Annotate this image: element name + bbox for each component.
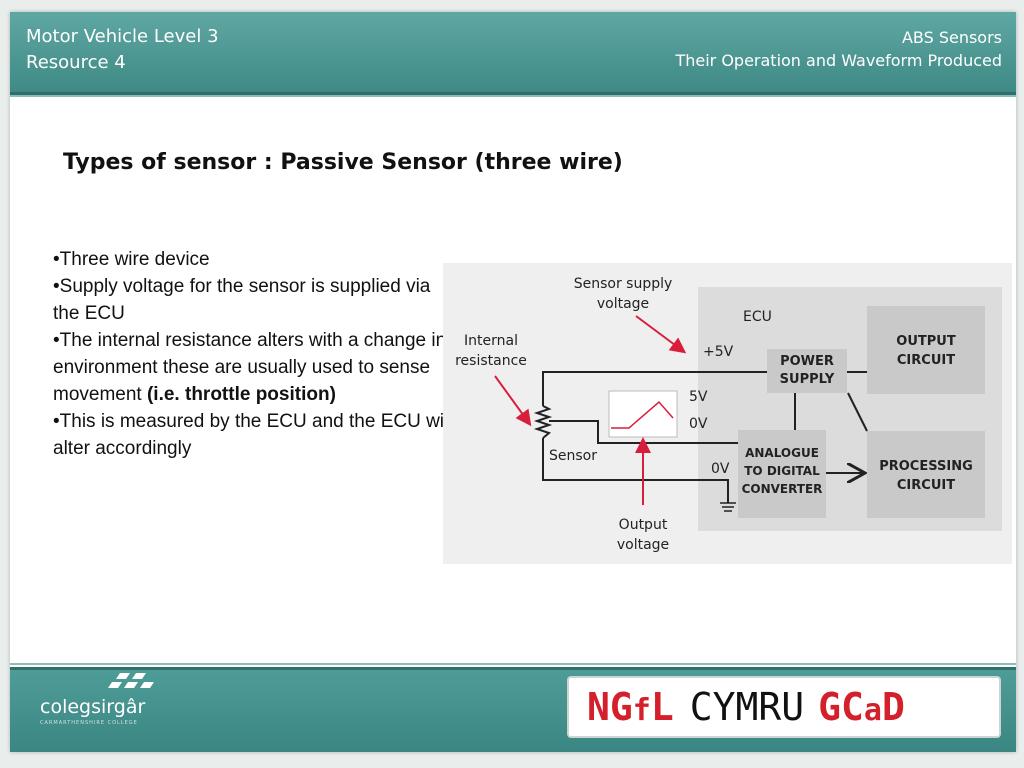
slide-title: Types of sensor : Passive Sensor (three … — [63, 150, 623, 175]
college-subtitle: CARMARTHENSHIRE COLLEGE — [40, 720, 138, 726]
gcad-logo-a: a — [863, 693, 882, 728]
processing-circuit-label-2: CIRCUIT — [897, 478, 955, 493]
adc-label: ANALOGUE — [745, 446, 819, 460]
0v-label: 0V — [689, 416, 708, 432]
plus5v-label: +5V — [703, 344, 734, 360]
diagram-labels: Sensor supply voltage Internal resistanc… — [455, 276, 772, 553]
bullet-item: •Three wire device — [53, 249, 210, 270]
adc-label-2: TO DIGITAL — [744, 464, 820, 478]
0v-ground-label: 0V — [711, 461, 730, 477]
power-supply-box — [767, 349, 847, 393]
bullet-list: •Three wire device •Supply voltage for t… — [53, 246, 453, 462]
adc-label-3: CONVERTER — [742, 482, 823, 496]
topic-title-line1: ABS Sensors — [901, 28, 1002, 47]
bullet-item: •This is measured by the ECU and the ECU… — [53, 411, 453, 459]
adc-box — [738, 430, 826, 518]
ecu-label: ECU — [743, 309, 772, 325]
sensor-circuit-diagram: Sensor supply voltage Internal resistanc… — [443, 263, 1012, 564]
box-labels: OUTPUT CIRCUIT POWER SUPPLY PROCESSING C… — [780, 334, 973, 493]
output-circuit-box — [867, 306, 985, 394]
bullet-bold-text: (i.e. throttle position) — [146, 384, 336, 405]
footer-divider — [10, 663, 1016, 665]
sensor-supply-label-2: voltage — [597, 296, 649, 312]
bullet-item: •The internal resistance alters with a c… — [53, 327, 453, 408]
slide: Motor Vehicle Level 3 Resource 4 ABS Sen… — [10, 12, 1016, 752]
adc-labels: ANALOGUE TO DIGITAL CONVERTER — [742, 446, 823, 496]
course-title-line2: Resource 4 — [26, 52, 126, 73]
internal-resistance-label-2: resistance — [455, 353, 527, 369]
topic-title: ABS Sensors Their Operation and Waveform… — [675, 26, 1002, 72]
waveform-box — [608, 390, 678, 438]
course-title: Motor Vehicle Level 3 Resource 4 — [26, 24, 219, 76]
ngfl-cymru-logo: NGfL CYMRU GCaD — [567, 676, 1001, 738]
processing-circuit-box — [867, 431, 985, 518]
sensor-label: Sensor — [549, 448, 597, 464]
output-voltage-label: Output — [619, 517, 668, 533]
ground-symbol — [720, 502, 736, 512]
output-circuit-label-2: CIRCUIT — [897, 353, 955, 368]
gcad-logo-gc: GC — [818, 685, 864, 729]
ngfl-logo-ng: NG — [587, 685, 633, 729]
header-divider — [10, 95, 1016, 97]
5v-label: 5V — [689, 389, 708, 405]
gcad-logo-d: D — [881, 685, 905, 729]
sensor-supply-label: Sensor supply — [574, 276, 673, 292]
header-bar: Motor Vehicle Level 3 Resource 4 ABS Sen… — [10, 12, 1016, 95]
waveform-trace — [611, 400, 674, 429]
output-circuit-label: OUTPUT — [896, 334, 956, 349]
bullet-text: •The internal resistance alters with a c… — [53, 330, 447, 405]
callout-arrows — [494, 315, 687, 505]
course-title-line1: Motor Vehicle Level 3 — [26, 26, 219, 47]
college-logo-icon — [108, 673, 154, 688]
power-supply-label: POWER — [780, 354, 834, 369]
circuit-wires — [533, 371, 868, 503]
college-name: colegsirgâr — [40, 696, 146, 718]
ngfl-logo-l: L — [650, 685, 674, 729]
cymru-logo-text: CYMRU — [689, 685, 805, 729]
bullet-item: •Supply voltage for the sensor is suppli… — [53, 276, 431, 324]
output-voltage-label-2: voltage — [617, 537, 669, 553]
internal-resistance-label: Internal — [464, 333, 518, 349]
processing-circuit-label: PROCESSING — [879, 459, 973, 474]
topic-title-line2: Their Operation and Waveform Produced — [675, 51, 1002, 70]
ngfl-logo-f: f — [632, 693, 651, 728]
power-supply-label-2: SUPPLY — [780, 372, 835, 387]
